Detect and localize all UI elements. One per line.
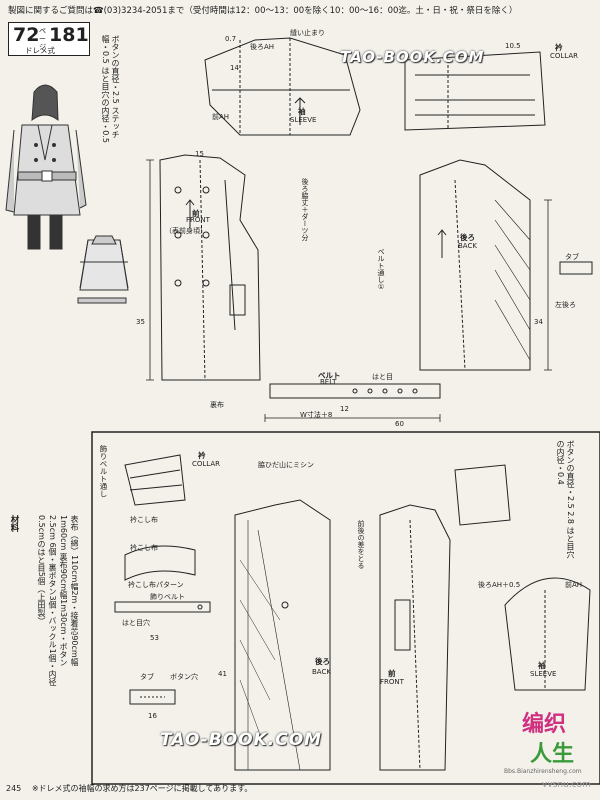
belt-pattern (269, 383, 441, 399)
belt-loop-label: ベルト通し① (377, 248, 385, 291)
button-note: ボタンの直径・2.5 ステッチ幅・0.5 はと目穴の内径・0.5 (101, 35, 120, 143)
badge-number-right: 181 (49, 24, 89, 46)
dim-14: 14 (230, 64, 239, 72)
deco-belt-pattern (114, 601, 211, 613)
sleeve-pattern (204, 37, 361, 136)
watermark-top: TAO-BOOK.COM (340, 48, 485, 66)
button-note-right: ボタンの直径・2.5 2.8 はと目穴の内径・0.4 (556, 440, 575, 559)
bottom-sleeve-pattern (504, 577, 591, 691)
corner-logo-url: vvsnu.com (542, 780, 591, 790)
facing-pattern (454, 464, 511, 526)
dim-16: 16 (148, 712, 157, 720)
front-label-en: FRONT (186, 216, 210, 224)
bottom-back-label-jp: 後ろ (315, 657, 330, 666)
dim-53: 53 (150, 634, 159, 642)
button-hole-label: ボタン穴 (170, 673, 198, 681)
belt-label-en: BELT (320, 378, 337, 386)
front-bodice-pattern (159, 154, 261, 381)
bottom-sleeve-label-en: SLEEVE (530, 670, 557, 678)
collar-pattern (404, 51, 546, 131)
materials-title: 材料 (9, 515, 19, 532)
tab-label: タブ (565, 253, 579, 261)
corner-logo-en: Bbs.Bianzhirensheng.com (504, 768, 582, 775)
w-formula-label: W寸法＋8 (300, 411, 333, 419)
badge-page-unit: ページ (39, 27, 46, 51)
left-back-label: 左後ろ (555, 301, 576, 309)
front-diff-label: 前後の差をとる (357, 520, 365, 569)
sleeve-label-jp: 袖 (298, 107, 306, 116)
bottom-collar-label-en: COLLAR (192, 460, 221, 468)
dim-15: 15 (195, 150, 204, 158)
corner-logo-cn2: 人生 (530, 742, 575, 767)
bottom-back-pattern (234, 499, 331, 771)
collar-label-en: COLLAR (550, 52, 579, 60)
collar-stand-title: 衿こし布 (130, 544, 158, 552)
tab-bottom-label: タブ (140, 673, 154, 681)
dim-34: 34 (534, 318, 543, 326)
bottom-front-label-jp: 前 (388, 669, 396, 678)
sleeve-label-en: SLEEVE (290, 116, 317, 124)
collar-stand-pattern-label: 衿こし布パターン (128, 581, 184, 589)
dim-07: 0.7 (225, 35, 237, 43)
dim-60: 60 (395, 420, 404, 428)
belt-loop-bottom: 飾りベルト通し (99, 445, 108, 498)
collar-label-jp: 衿 (555, 43, 563, 52)
back-ah-label: 後ろAH＋0.5 (478, 581, 521, 589)
bottom-front-pattern (379, 504, 451, 771)
page-number: 245 (6, 784, 22, 793)
badge-number-left: 72 (13, 24, 40, 46)
collar-stand-label: 衿こし布 (130, 516, 158, 524)
back-dart-label: 後ろ脇丈＋ダーツ分 (301, 178, 309, 241)
front-facing-label: （表前身頃） (165, 227, 207, 235)
seam-note-label: 脇ひだ山にミシン (258, 461, 314, 469)
collar-stand-pattern (124, 545, 196, 581)
back-bodice-pattern (419, 159, 531, 371)
materials-text: 表布（綿）110cm幅2m・接着芯90cm幅1m60cm 裏布90cm幅1m30… (37, 515, 79, 686)
back-label-en: BACK (458, 242, 477, 250)
bottom-frame (91, 431, 600, 785)
front-label-jp: 前 (192, 209, 200, 218)
corner-logo-cn1: 编织 (522, 712, 567, 737)
armhole-front-label: 前AH (212, 113, 230, 121)
eyelet-bottom-label: はと目穴 (122, 619, 150, 627)
corner-logo: 编织 人生 Bbs.Bianzhirensheng.com vvsnu.com (502, 700, 598, 800)
model-illustration (5, 84, 87, 250)
front-ah-label: 前AH (565, 581, 583, 589)
deco-belt-label: 飾りベルト (150, 593, 185, 601)
back-view-illustration (79, 235, 129, 291)
eyelet-label: はと目 (372, 373, 393, 381)
footer: 245 ※ドレメ式の袖幅の求め方は237ページに掲載してあります。 (6, 783, 252, 794)
bottom-collar-label-jp: 衿 (198, 451, 206, 460)
back-label-jp: 後ろ (460, 233, 475, 242)
footer-note: ※ドレメ式の袖幅の求め方は237ページに掲載してあります。 (31, 784, 253, 793)
bottom-sleeve-label-jp: 袖 (538, 661, 546, 670)
tab-pattern (559, 261, 593, 275)
dim-35: 35 (136, 318, 145, 326)
bottom-front-label-en: FRONT (380, 678, 404, 686)
header-contact: 製図に関するご質問は☎(03)3234-2051まで（受付時間は12：00〜13… (8, 6, 518, 16)
badge-pattern-style: ドレメ式 (25, 46, 55, 55)
armhole-back-label: 後ろAH (250, 43, 275, 51)
watermark-bottom: TAO-BOOK.COM (160, 730, 323, 750)
dim-105: 10.5 (505, 42, 521, 50)
belt-label-jp: ベルト (318, 371, 341, 380)
page-reference-badge: 72 ページ 181 ドレメ式 (8, 22, 90, 56)
bottom-collar-pattern (124, 454, 186, 506)
ease-label: 縫い止まり (290, 29, 325, 37)
dim-12: 12 (340, 405, 349, 413)
belt-illustration (77, 297, 127, 304)
lining-label: 裏布 (210, 401, 224, 409)
bottom-tab-pattern (129, 689, 176, 705)
dim-41: 41 (218, 670, 227, 678)
top-dimension-lines (146, 159, 552, 422)
bottom-back-label-en: BACK (312, 668, 331, 676)
